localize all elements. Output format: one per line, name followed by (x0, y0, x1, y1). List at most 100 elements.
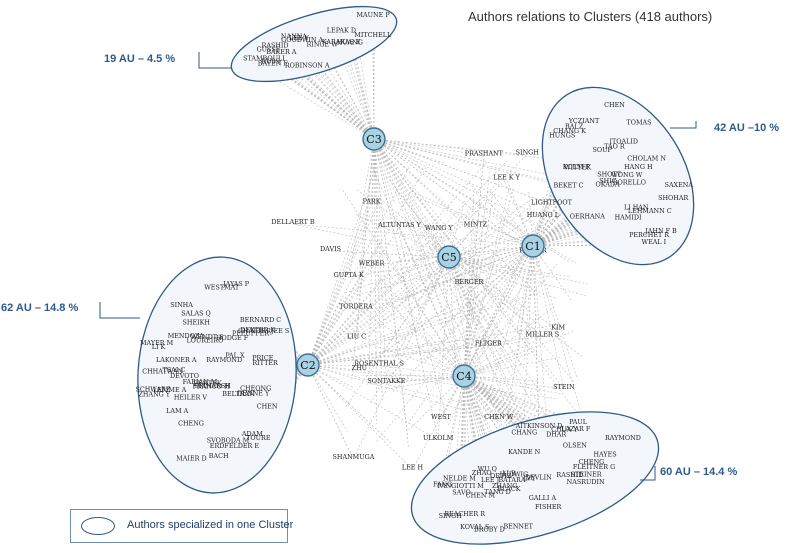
author-label: BELTRAN (222, 390, 255, 398)
cluster-node-label: C2 (300, 359, 315, 372)
ellipse-c4-specialized (410, 411, 660, 545)
author-cluster-edge (340, 43, 375, 140)
author-cluster-edge (307, 364, 413, 470)
author-label: PRASHANT (465, 149, 504, 157)
author-cluster-edge (373, 138, 409, 447)
author-label: ZHU (352, 364, 368, 372)
author-label: SHOHAR (658, 194, 688, 202)
author-label: MENDOZA (168, 332, 205, 340)
author-label: LI HAN (624, 204, 649, 212)
author-label: RUSS (261, 57, 280, 65)
author-label: ROSENTHAL S (354, 360, 404, 368)
author-label: LAM A (166, 407, 188, 415)
cluster-node-circle (521, 234, 545, 258)
author-cluster-edge (373, 138, 533, 353)
author-cluster-edge (307, 336, 543, 366)
author-cluster-edge (532, 245, 572, 301)
author-label: LAZAR F (561, 425, 591, 433)
callout-c2: 62 AU – 14.8 % (1, 302, 79, 314)
author-cluster-edge (419, 243, 465, 377)
author-label: LIU C (347, 333, 366, 341)
author-cluster-edge (373, 138, 445, 164)
author-cluster-edge (463, 215, 485, 377)
author-label: CHANG (511, 428, 537, 436)
callout-c1: 42 AU –10 % (714, 122, 780, 134)
author-cluster-edge (463, 375, 481, 498)
author-cluster-edge (356, 189, 450, 258)
author-label: OLSEN (563, 441, 588, 449)
cluster-node-c4[interactable]: C4 (452, 364, 476, 388)
author-cluster-edge (437, 256, 450, 440)
author-label: DENNE Y (237, 390, 270, 398)
cluster-node-label: C4 (456, 370, 471, 383)
author-cluster-edge (463, 173, 562, 377)
author-cluster-edge (307, 301, 477, 366)
author-label: GOODWIN A (281, 36, 323, 44)
author-label: RAYMOND (605, 434, 641, 442)
author-label: CHOLAM N (627, 155, 666, 163)
author-label: BEKET C (554, 181, 584, 189)
author-label: LEE K Y (493, 173, 520, 181)
author-cluster-edge (463, 375, 563, 395)
author-label: ROBINSON A (285, 62, 330, 70)
author-cluster-edge (307, 203, 372, 366)
author-label: SCHWARZ (135, 386, 171, 394)
author-cluster-edge (407, 245, 534, 424)
author-label: BLACK (497, 485, 520, 493)
author-label: BORELLO (613, 179, 646, 187)
cluster-node-c1[interactable]: C1 (521, 234, 545, 258)
cluster-node-c5[interactable]: C5 (437, 245, 461, 269)
author-cluster-edge (373, 138, 383, 401)
author-cluster-edge (373, 138, 542, 395)
author-cluster-edge (282, 55, 375, 140)
author-cluster-edge (371, 138, 375, 204)
author-cluster-edge (307, 201, 529, 366)
author-cluster-edge (383, 297, 465, 377)
author-label: WENDT S (191, 333, 224, 341)
author-cluster-edge (356, 35, 375, 140)
specialized-author-ellipses (137, 5, 695, 545)
author-label: HEILER V (174, 393, 208, 401)
author-cluster-edge (463, 226, 476, 377)
author-label: TORDERA (339, 302, 373, 310)
author-cluster-edge (463, 375, 576, 432)
callout-c4: 60 AU – 14.4 % (660, 466, 738, 478)
author-label: LVY (523, 475, 536, 483)
author-cluster-edge (324, 63, 375, 140)
author-cluster-edge (448, 256, 521, 276)
cluster-node-circle (296, 353, 320, 377)
callout-leader (670, 121, 697, 129)
author-label: SHANMUGA (333, 453, 375, 461)
author-label: PAUL (569, 418, 588, 426)
author-label: PAL X (225, 352, 245, 360)
author-label: ITOALID (609, 137, 638, 145)
author-cluster-edge (388, 375, 465, 389)
author-cluster-edge (463, 200, 493, 377)
author-label: WEST (431, 413, 452, 421)
author-label: PERCHET R (629, 231, 669, 239)
author-cluster-edge (463, 375, 565, 432)
author-cluster-edge (448, 256, 587, 297)
author-cluster-edge (463, 375, 488, 498)
author-label: ALTUNTAS Y (377, 221, 422, 229)
author-cluster-edge (463, 375, 541, 382)
author-cluster-edge (337, 45, 375, 140)
author-label: LI K (152, 343, 166, 351)
author-cluster-edge (373, 138, 581, 191)
author-cluster-edge (354, 213, 450, 258)
author-cluster-edge (373, 138, 500, 420)
cluster-node-c2[interactable]: C2 (296, 353, 320, 377)
author-label: DEVOTO (170, 372, 199, 380)
author-label: WITTEK (564, 164, 591, 172)
author-cluster-edge (307, 167, 376, 366)
cluster-node-c3[interactable]: C3 (362, 127, 386, 151)
author-cluster-edge (448, 256, 526, 427)
legend: Authors specialized in one Cluster (70, 509, 293, 543)
author-cluster-edge (357, 245, 534, 296)
author-cluster-edge (373, 138, 460, 351)
author-cluster-edge (293, 38, 375, 140)
author-cluster-edge (307, 191, 373, 366)
author-label: RAYMOND (206, 356, 242, 364)
